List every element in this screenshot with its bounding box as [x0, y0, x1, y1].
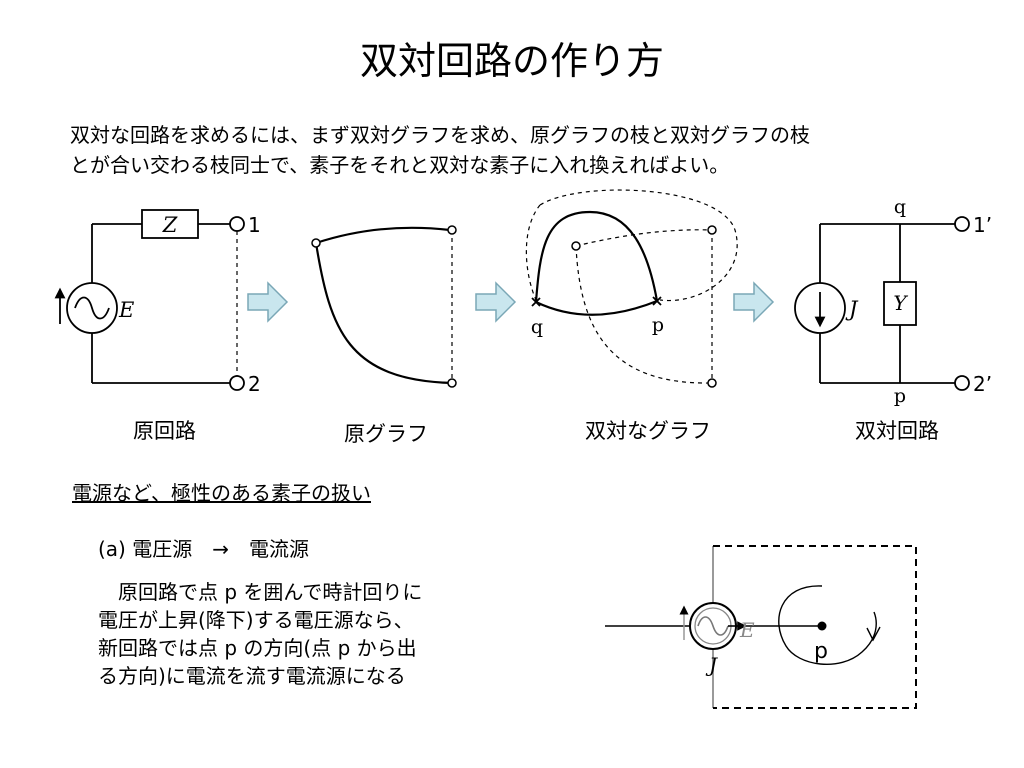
- source-label: E: [118, 298, 134, 322]
- original-graph: [311, 225, 457, 388]
- impedance-label: Z: [162, 213, 178, 237]
- current-source-label: J: [845, 297, 859, 321]
- explanation-line-1: 原回路で点 p を囲んで時計回りに: [98, 580, 423, 604]
- node-q-mark: [531, 297, 541, 307]
- dual-bottom-node-label: p: [894, 385, 906, 407]
- bottom-ac-wave-icon: [697, 616, 729, 636]
- polarity-diagram: [605, 545, 917, 709]
- caption-dual-circuit: 双対回路: [855, 419, 939, 443]
- dual-node-p-label: p: [652, 314, 664, 336]
- section-heading: 電源など、極性のある素子の扱い: [72, 481, 371, 505]
- clockwise-arc: [778, 585, 877, 665]
- terminal-2-dual-label: 2’: [973, 372, 992, 396]
- enclosing-dashed-loop: [539, 189, 738, 302]
- node-p-mark: [652, 296, 662, 306]
- caption-original-graph: 原グラフ: [344, 422, 428, 446]
- dual-node-q-label: q: [531, 316, 543, 338]
- step-arrow-2: [475, 281, 517, 323]
- intro-text: 双対な回路を求めるには、まず双対グラフを求め、原グラフの枝と双対グラフの枝 とが…: [70, 120, 970, 180]
- admittance-label: Y: [893, 291, 908, 315]
- point-p-dot: [817, 621, 827, 631]
- bottom-point-p-label: p: [814, 639, 828, 664]
- dual-top-node-label: q: [894, 196, 906, 218]
- intro-line-1: 双対な回路を求めるには、まず双対グラフを求め、原グラフの枝と双対グラフの枝: [70, 123, 810, 147]
- explanation-line-4: る方向)に電流を流す電流源になる: [98, 664, 406, 688]
- dual-circuit: [794, 216, 970, 391]
- caption-original-circuit: 原回路: [133, 419, 196, 443]
- terminal-2: [229, 375, 245, 391]
- page-title: 双対回路の作り方: [359, 39, 664, 83]
- original-circuit: [54, 209, 245, 391]
- terminal-1: [229, 216, 245, 232]
- explanation-line-2: 電圧が上昇(降下)する電圧源なら、: [98, 608, 414, 632]
- bottom-source-e-label: E: [739, 618, 755, 642]
- caption-dual-graph: 双対なグラフ: [585, 419, 711, 443]
- ac-wave-icon: [74, 296, 110, 320]
- explanation-text: 原回路で点 p を囲んで時計回りに 電圧が上昇(降下)する電圧源なら、 新回路で…: [98, 578, 508, 690]
- impedance-box: [141, 209, 199, 239]
- bottom-source-j-label: J: [705, 653, 718, 677]
- step-arrow-3: [733, 281, 775, 323]
- terminal-1-dual: [954, 216, 970, 232]
- dual-graph: [525, 189, 738, 388]
- case-label: (a) 電圧源 → 電流源: [98, 537, 309, 561]
- step-arrow-1: [247, 281, 289, 323]
- admittance-box: [883, 281, 917, 326]
- terminal-2-dual: [954, 375, 970, 391]
- terminal-1-dual-label: 1’: [973, 213, 992, 237]
- terminal-2-label: 2: [248, 372, 261, 396]
- intro-line-2: とが合い交わる枝同士で、素子をそれと双対な素子に入れ換えればよい。: [70, 153, 730, 177]
- explanation-line-3: 新回路では点 p の方向(点 p から出: [98, 636, 417, 660]
- terminal-1-label: 1: [248, 213, 261, 237]
